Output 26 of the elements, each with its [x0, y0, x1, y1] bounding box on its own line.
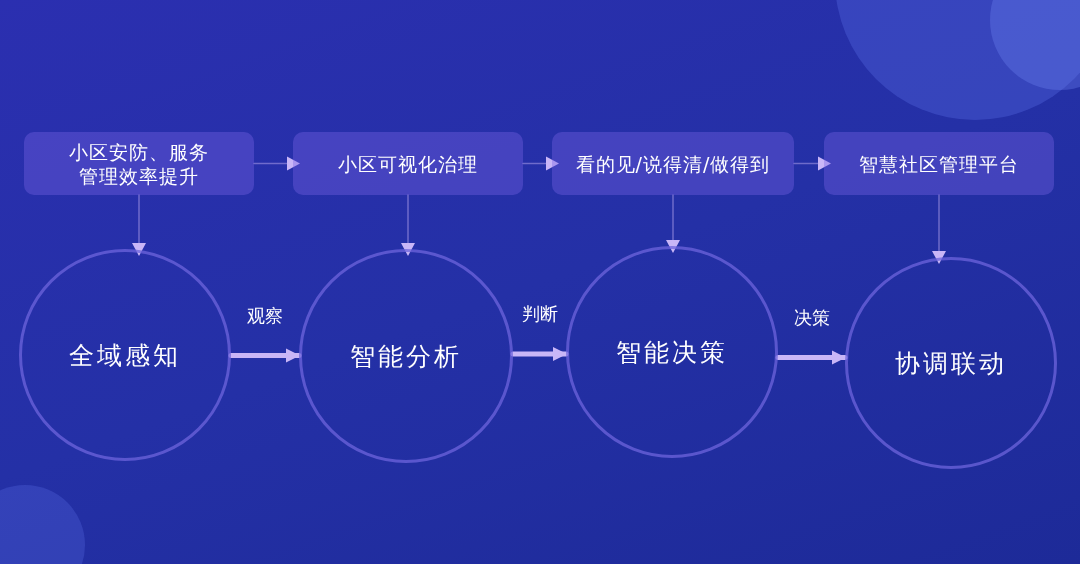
arrow: [510, 347, 569, 361]
stage-title: 全域感知: [69, 339, 181, 372]
stage-circle: [845, 257, 1057, 469]
stage-title: 智能决策: [616, 336, 728, 369]
goal-box: [824, 132, 1054, 195]
arrow: [775, 350, 848, 365]
stage-title: 协调联动: [895, 347, 1007, 380]
goal-box: [293, 132, 523, 195]
stage-circle: [19, 249, 231, 461]
goal-text: 看的见/说得清/做得到: [574, 151, 772, 176]
arrow: [401, 194, 415, 256]
edge-label: 判断: [521, 302, 558, 326]
stage-title: 智能分析: [350, 340, 462, 373]
stage-circle: [566, 246, 778, 458]
arrow: [228, 348, 302, 363]
arrow: [666, 194, 680, 253]
edge-label: 决策: [793, 305, 830, 330]
goal-box: [24, 132, 254, 195]
goal-box: [552, 132, 794, 195]
stage-circle: [299, 249, 513, 463]
goal-text: 智慧社区管理平台: [858, 151, 1020, 176]
edge-label: 观察: [247, 303, 283, 328]
arrow: [932, 194, 946, 264]
arrow: [132, 194, 146, 256]
goal-text: 小区可视化治理: [337, 151, 479, 176]
goal-text: 小区安防、服务管理效率提升: [68, 139, 210, 188]
